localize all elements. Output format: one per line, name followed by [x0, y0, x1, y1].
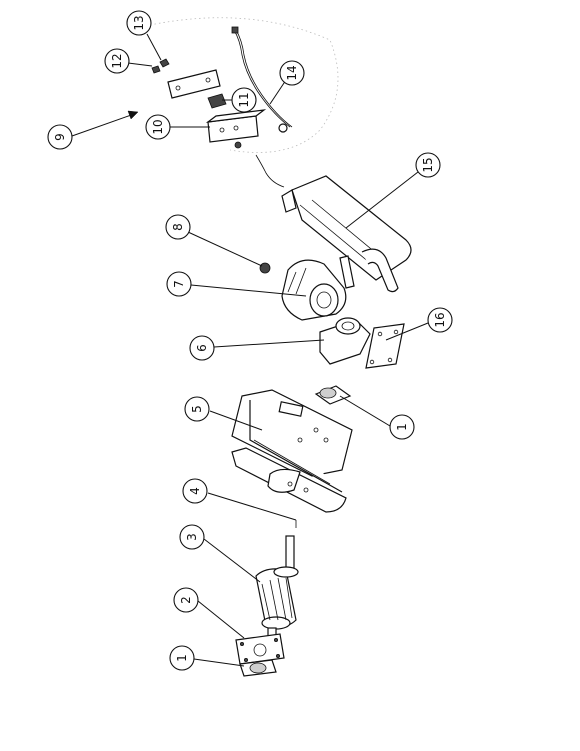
callout-4: 4 [182, 478, 208, 504]
part-14-cable [231, 26, 293, 133]
callout-5: 5 [184, 396, 210, 422]
callout-1-upper-label: 1 [395, 423, 409, 431]
callout-1-upper: 1 [389, 414, 415, 440]
callout-2-label: 2 [179, 596, 193, 604]
part-7-motor [281, 259, 347, 321]
callout-7-label: 7 [172, 280, 186, 288]
callout-14: 14 [279, 60, 305, 86]
callout-15-label: 15 [421, 157, 435, 172]
callout-6: 6 [189, 335, 215, 361]
callout-5-label: 5 [190, 405, 204, 413]
callout-13-label: 13 [132, 15, 146, 30]
callout-16-label: 16 [433, 312, 447, 327]
part-16-plate [365, 323, 405, 369]
callout-14-label: 14 [285, 65, 299, 80]
leader-lines [71, 33, 429, 667]
callout-1-lower-label: 1 [175, 654, 189, 662]
part-10-control-box [205, 109, 267, 149]
part-8-nut [259, 262, 271, 274]
callout-13: 13 [126, 10, 152, 36]
callout-3-label: 3 [185, 533, 199, 541]
callout-11: 11 [231, 87, 257, 113]
part-13-screw [159, 58, 170, 68]
callout-10-label: 10 [151, 119, 165, 134]
part-5-frame [231, 389, 353, 513]
callout-11-label: 11 [237, 92, 251, 107]
part-6-gearbox [319, 317, 371, 365]
callout-16: 16 [427, 307, 453, 333]
callout-8: 8 [165, 214, 191, 240]
part-1-upper-bearing [314, 385, 352, 405]
callout-12-label: 12 [110, 53, 124, 68]
subassembly-boundary [149, 17, 339, 153]
callout-6-label: 6 [195, 344, 209, 352]
callout-1-lower: 1 [169, 645, 195, 671]
part-12-screw [151, 65, 161, 74]
callout-2: 2 [173, 587, 199, 613]
callout-9-label: 9 [53, 133, 67, 141]
callout-3: 3 [179, 524, 205, 550]
callout-7: 7 [166, 271, 192, 297]
part-11-switch-plate [167, 69, 227, 109]
part-1-lower-bearing [239, 659, 277, 677]
callout-10: 10 [145, 114, 171, 140]
part-2-gasket [235, 633, 285, 665]
part-3-roller [255, 535, 299, 643]
part-15-guard-cover [255, 154, 412, 293]
callout-9: 9 [47, 124, 73, 150]
callout-12: 12 [104, 48, 130, 74]
callout-8-label: 8 [171, 223, 185, 231]
callout-15: 15 [415, 152, 441, 178]
callout-4-label: 4 [188, 487, 202, 495]
